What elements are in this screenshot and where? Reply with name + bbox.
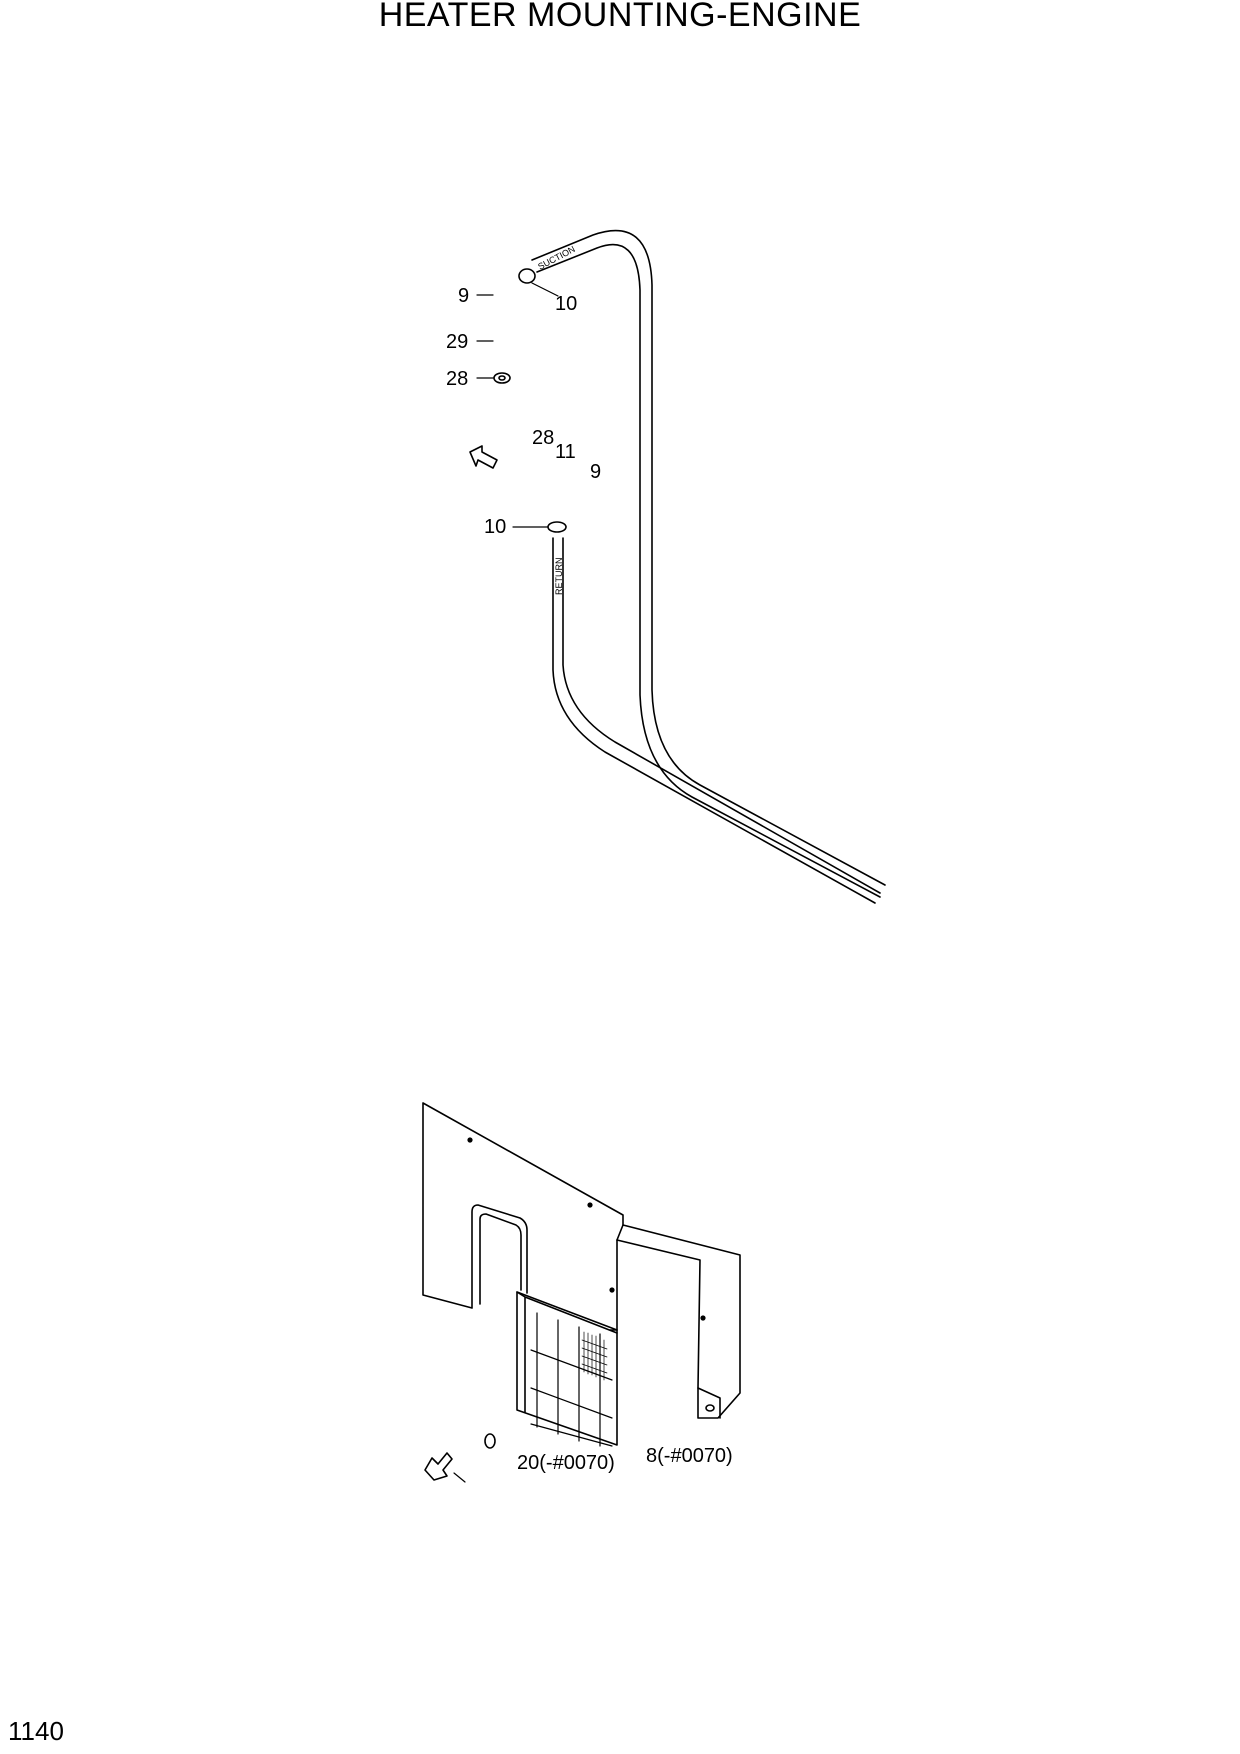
mount-hole	[700, 1315, 706, 1321]
mount-hole	[467, 1137, 473, 1143]
page-title: HEATER MOUNTING-ENGINE	[378, 0, 862, 34]
heater-cover-assembly	[422, 1102, 741, 1481]
return-hose-inner	[562, 537, 881, 894]
wing-bolt-icon	[424, 1452, 453, 1481]
grille-frame-depth	[516, 1291, 618, 1413]
callout-9-mid: 9	[590, 461, 601, 483]
page-number: 1140	[8, 1716, 64, 1746]
suction-hose-inner	[536, 243, 881, 898]
cover-panel-inner-edge	[479, 1213, 522, 1305]
callout-9-top: 9	[458, 285, 469, 307]
direction-arrow-icon	[469, 445, 498, 469]
callout-28-mid: 28	[532, 427, 554, 449]
suction-hose-fitting	[518, 268, 536, 284]
mount-hole	[609, 1287, 615, 1293]
mount-hole	[587, 1202, 593, 1208]
washer-28	[493, 372, 511, 384]
grille-frame	[516, 1291, 618, 1446]
grille-grid	[530, 1312, 613, 1447]
suction-hose-outer	[531, 229, 886, 886]
grille-mesh	[581, 1331, 608, 1381]
washer-28-hole	[498, 375, 506, 381]
return-hose-fitting	[547, 521, 567, 533]
cover-panel	[422, 1102, 741, 1419]
callout-10-lower: 10	[484, 516, 506, 538]
washer-20	[484, 1433, 496, 1449]
callout-29: 29	[446, 331, 468, 353]
callout-20: 20(-#0070)	[517, 1452, 615, 1474]
heater-hose-assembly	[469, 229, 886, 904]
callout-labels: 9 10 29 28 28 11 9 10 20(-#0070) 8(-#007…	[446, 285, 733, 1474]
callout-leaders	[453, 282, 559, 1483]
callout-10-top: 10	[555, 293, 577, 315]
bracket-hole	[705, 1404, 715, 1412]
callout-11: 11	[555, 441, 576, 463]
cover-bracket-tab	[697, 1387, 721, 1419]
callout-8: 8(-#0070)	[646, 1445, 733, 1467]
return-hose-marking: RETURN	[554, 558, 564, 596]
callout-28-left: 28	[446, 368, 468, 390]
return-hose-outer	[552, 537, 876, 904]
